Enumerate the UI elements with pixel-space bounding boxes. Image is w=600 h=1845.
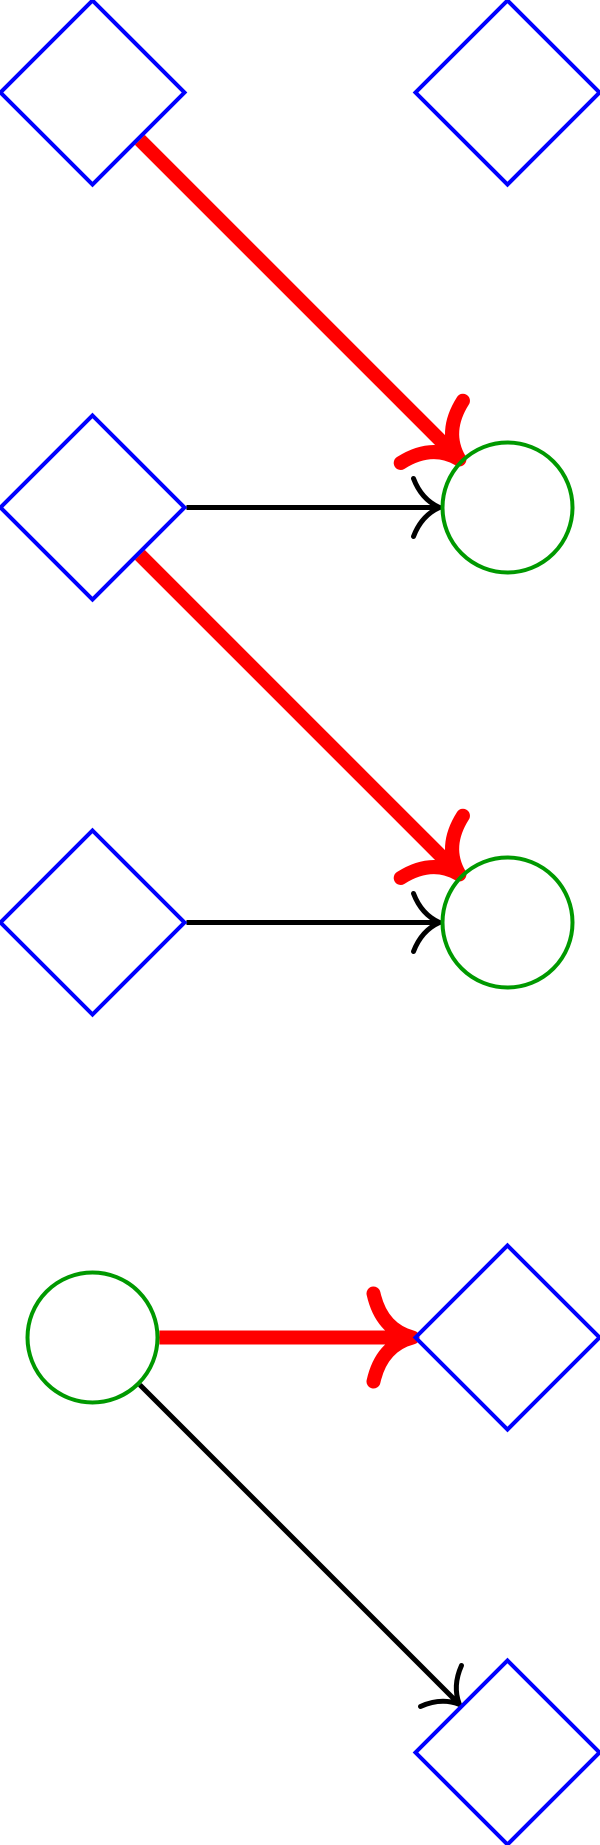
arrowhead-icon: [393, 393, 470, 470]
arrowhead-icon: [393, 808, 470, 885]
arrowhead-icon: [417, 1662, 465, 1709]
circle-node[interactable]: [440, 440, 575, 575]
light-edge[interactable]: [186, 476, 442, 539]
circle-node[interactable]: [440, 855, 575, 990]
diamond-node[interactable]: [412, 1242, 600, 1433]
arrowhead-icon: [411, 476, 442, 539]
edge-line: [134, 549, 459, 874]
diamond-node[interactable]: [412, 0, 600, 188]
circle-node[interactable]: [25, 1270, 160, 1405]
arrowhead-icon: [366, 1286, 420, 1389]
light-edge[interactable]: [138, 1383, 480, 1725]
heavy-edge[interactable]: [159, 1286, 420, 1389]
diamond-node[interactable]: [0, 412, 188, 603]
arrowhead-icon: [411, 891, 442, 954]
edge-line: [134, 134, 459, 459]
light-edge[interactable]: [186, 891, 442, 954]
heavy-edge[interactable]: [134, 134, 491, 491]
diamond-node[interactable]: [0, 827, 188, 1018]
edges-layer: [134, 134, 491, 1725]
edge-line: [138, 1383, 458, 1703]
diamond-node[interactable]: [0, 0, 188, 188]
heavy-edge[interactable]: [134, 549, 491, 906]
